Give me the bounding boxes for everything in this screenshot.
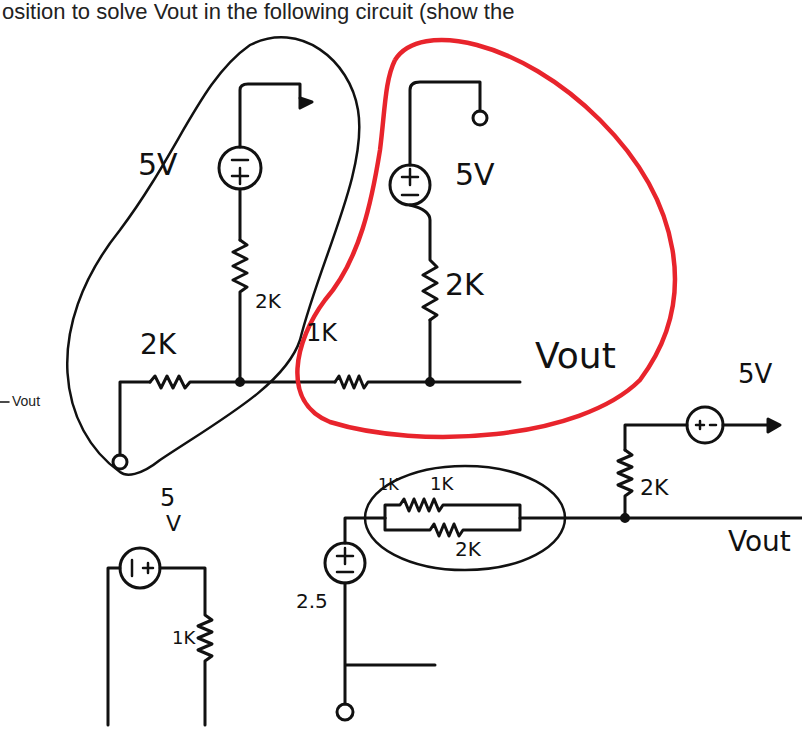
terminal bbox=[473, 111, 487, 125]
junction-dot bbox=[427, 379, 434, 386]
circuit-label: 2K bbox=[455, 538, 481, 560]
circuit-label: 5V bbox=[455, 158, 495, 191]
circuit-label: 5 bbox=[160, 485, 175, 511]
wire bbox=[429, 320, 432, 382]
circuit-label: 5V bbox=[138, 148, 178, 181]
ground-arrow bbox=[300, 98, 312, 108]
resistor-symbol bbox=[618, 450, 632, 518]
voltage-source bbox=[219, 147, 261, 189]
resistor-symbol bbox=[233, 240, 247, 382]
circuit-label: 1K bbox=[430, 474, 453, 494]
source-sign bbox=[337, 548, 353, 572]
resistor-symbol bbox=[335, 376, 520, 388]
wire bbox=[240, 84, 300, 147]
circuit-label: 1K bbox=[306, 320, 337, 346]
wire bbox=[410, 82, 480, 165]
source-sign bbox=[402, 169, 418, 195]
circuit-label: 1K bbox=[172, 628, 195, 648]
voltage-source bbox=[120, 548, 160, 588]
circuit-label: 2K bbox=[255, 290, 281, 312]
resistor-symbol bbox=[410, 205, 437, 320]
heading-text: osition to solve Vout in the following c… bbox=[2, 0, 514, 24]
voltage-source bbox=[687, 407, 723, 443]
resistor-symbol bbox=[385, 499, 520, 518]
circuit-label: 5V bbox=[738, 360, 772, 389]
wire bbox=[625, 425, 687, 450]
resistor-symbol bbox=[150, 376, 335, 388]
circuit-label: 2K bbox=[445, 268, 484, 301]
wire bbox=[120, 382, 150, 455]
circuit-label: 2K bbox=[640, 476, 668, 500]
group-loop bbox=[67, 37, 359, 474]
source-sign bbox=[132, 560, 153, 576]
circuit-label: Vout bbox=[12, 394, 40, 409]
resistor-symbol bbox=[160, 568, 212, 725]
source-sign bbox=[232, 160, 248, 184]
wire bbox=[239, 189, 242, 240]
junction-dot bbox=[237, 379, 244, 386]
circuit-label: Vout bbox=[728, 527, 791, 558]
voltage-source bbox=[325, 543, 365, 583]
circuit-label: 1K bbox=[378, 476, 399, 494]
wire bbox=[108, 568, 120, 725]
circuit-label: 2K bbox=[140, 330, 176, 361]
terminal bbox=[337, 704, 353, 720]
circuit-label: V bbox=[166, 512, 181, 536]
wire bbox=[345, 583, 435, 704]
wire bbox=[723, 424, 768, 427]
junction-dot bbox=[622, 515, 629, 522]
group-loop bbox=[297, 40, 675, 437]
voltage-source bbox=[390, 165, 430, 205]
ground-arrow bbox=[768, 419, 780, 432]
circuit-label: Vout bbox=[535, 336, 616, 376]
wire bbox=[0, 401, 9, 403]
source-sign bbox=[696, 421, 716, 429]
group-loop bbox=[365, 466, 565, 570]
circuit-label: 2.5 bbox=[296, 590, 328, 612]
